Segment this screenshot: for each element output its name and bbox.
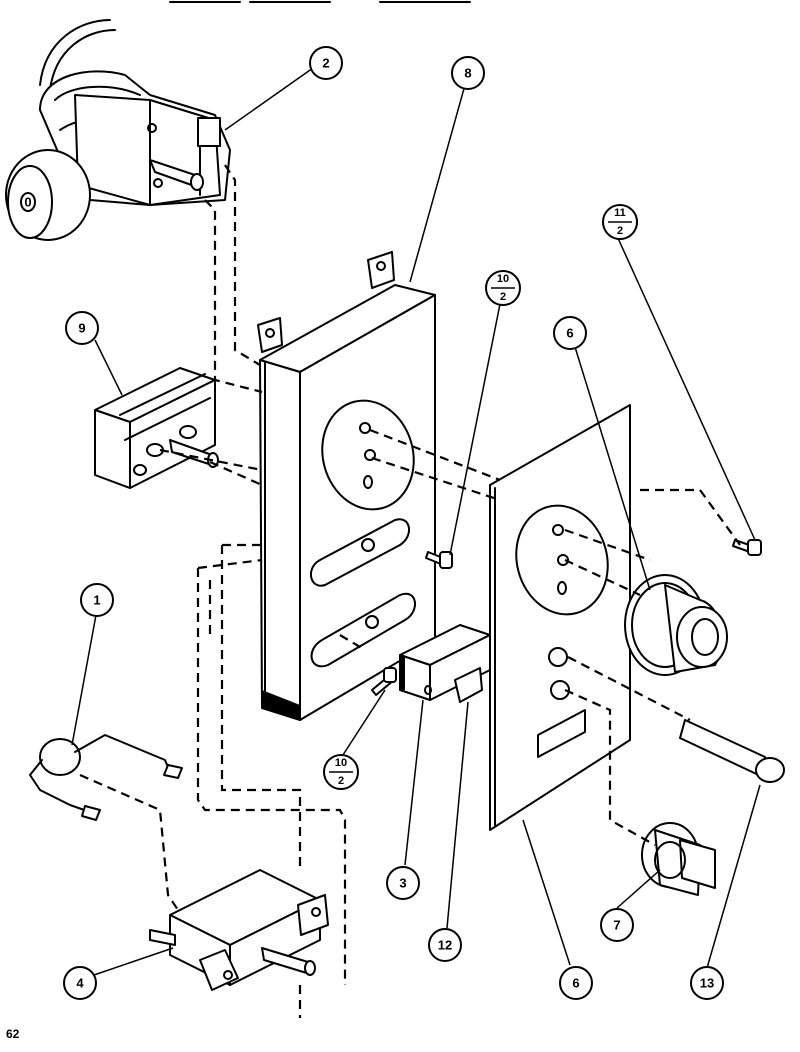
callout-9: 9 [65, 311, 99, 345]
limit-switch [149, 869, 329, 991]
callout-10-2-lower-bottom: 2 [338, 775, 344, 787]
front-panel [489, 404, 631, 831]
page-code: 62 [6, 1027, 20, 1041]
callout-8-label: 8 [464, 66, 471, 81]
callout-1-label: 1 [93, 593, 100, 608]
callout-6-upper: 6 [553, 316, 587, 350]
callout-1: 1 [80, 583, 114, 617]
callout-6-lower: 6 [559, 966, 593, 1000]
terminal-block [94, 367, 219, 489]
callout-10-2-upper: 10 2 [485, 270, 521, 306]
callout-3: 3 [386, 866, 420, 900]
motor-assembly: 0 [5, 19, 231, 241]
callout-7: 7 [600, 908, 634, 942]
callout-9-label: 9 [78, 321, 85, 336]
callout-4: 4 [63, 966, 97, 1000]
callout-12: 12 [428, 928, 462, 962]
motor-shaft-label: 0 [24, 195, 31, 210]
callout-11-2-bottom: 2 [617, 225, 623, 237]
assembly-lines [79, 164, 741, 1018]
callout-2-label: 2 [322, 56, 329, 71]
callout-10-2-lower: 10 2 [323, 754, 359, 790]
thermostat-knob [624, 574, 728, 676]
callout-13: 13 [690, 966, 724, 1000]
callout-10-2-lower-top: 10 [335, 757, 347, 769]
callout-13-label: 13 [700, 976, 714, 991]
control-housing [257, 251, 436, 721]
callout-6-lower-label: 6 [572, 976, 579, 991]
leader-lines [71, 67, 761, 976]
pushbutton-shaft [679, 719, 785, 783]
selector-knob [641, 822, 716, 896]
callout-11-2: 11 2 [602, 204, 638, 240]
callout-12-label: 12 [438, 938, 452, 953]
callout-2: 2 [309, 46, 343, 80]
callout-3-label: 3 [399, 876, 406, 891]
callout-11-2-top: 11 [614, 207, 626, 219]
switch [399, 624, 491, 703]
callout-7-label: 7 [613, 918, 620, 933]
callout-8: 8 [451, 56, 485, 90]
callout-10-2-upper-top: 10 [497, 273, 509, 285]
callout-10-2-upper-bottom: 2 [500, 291, 506, 303]
callout-6-upper-label: 6 [566, 326, 573, 341]
callout-4-label: 4 [76, 976, 84, 991]
sensor-bulb [29, 734, 183, 821]
